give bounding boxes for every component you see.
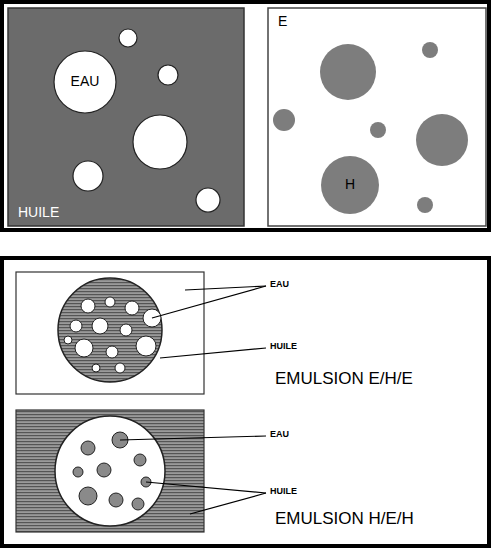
circle-shape <box>321 156 379 214</box>
circle-shape <box>54 51 116 113</box>
node-text: E <box>278 14 287 29</box>
frame <box>2 258 489 546</box>
oil-droplet: H <box>320 155 380 215</box>
phase-label: HUILE <box>270 342 297 352</box>
water-globule <box>55 416 165 526</box>
oil-phase-panel: EAU HUILE <box>8 8 244 226</box>
emulsion-title: EMULSION E/H/E <box>275 370 413 389</box>
water-droplets <box>64 297 161 373</box>
leader-lines <box>120 436 266 514</box>
emulsion-title: EMULSION H/E/H <box>275 510 414 529</box>
phase-label: HUILE <box>270 487 297 497</box>
oil-globule <box>58 278 162 382</box>
oil-phase <box>16 410 204 532</box>
node-text: EAU <box>71 74 100 89</box>
oil-droplets <box>73 432 151 510</box>
water-panel <box>268 8 486 226</box>
water-droplet: EAU <box>53 50 117 114</box>
water-phase <box>16 272 204 394</box>
node-text: H <box>345 177 355 192</box>
node-text: HUILE <box>18 205 59 220</box>
frame <box>2 2 489 230</box>
oil-panel <box>8 8 244 226</box>
oil-droplets <box>273 42 468 213</box>
water-phase-panel: HE <box>268 8 486 226</box>
phase-label: EAU <box>270 430 289 440</box>
leader-lines <box>152 286 266 358</box>
phase-label: EAU <box>270 280 289 290</box>
